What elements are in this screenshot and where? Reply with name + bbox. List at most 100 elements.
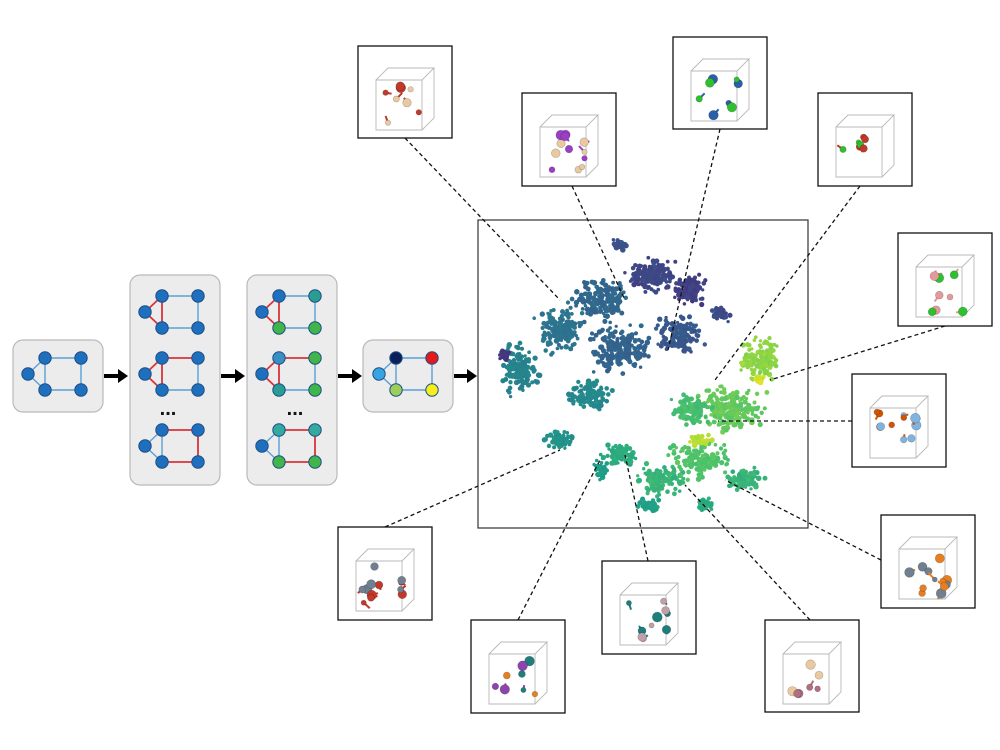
scatter-point [587,336,594,342]
scatter-point [605,298,611,304]
scatter-point [598,478,602,482]
scatter-point [709,437,715,443]
scatter-point [658,480,663,484]
scatter-point [607,447,611,451]
atom [917,561,928,572]
scatter-point [506,363,512,369]
arrow-4 [454,369,477,383]
scatter-point [514,354,519,359]
scatter-point [543,348,548,353]
scatter-point [715,397,720,402]
scatter-point [575,290,580,294]
scatter-point [647,266,653,272]
leader-line [404,137,561,301]
scatter-point [645,491,650,496]
scatter-point [742,406,749,413]
scatter-point [546,443,552,449]
scatter-point [506,350,511,355]
scatter-point [690,452,694,457]
scatter-point [519,384,525,390]
scatter-point [692,414,696,418]
scatter-point [592,309,598,315]
scatter-point [752,338,757,342]
atom [876,422,886,431]
scatter-point [724,461,730,466]
graph-node [272,351,286,365]
atom [873,408,881,416]
scatter-point [688,321,693,327]
unit-cell-cube [619,582,680,646]
scatter-point [516,367,522,374]
scatter-point [602,398,606,402]
scatter-point [741,395,746,400]
scatter-point [706,496,711,501]
scatter-point [617,352,621,357]
scatter-point [593,291,598,296]
atom [360,599,367,606]
scatter-point [633,456,638,461]
scatter-point [683,330,688,335]
scatter-point [568,305,573,310]
scatter-point [688,339,693,344]
scatter-point [678,328,684,334]
scatter-point [655,268,661,274]
scatter-point [709,308,715,314]
scatter-point [604,362,610,368]
scatter-point [667,343,672,348]
scatter-point [607,353,612,358]
scatter-point [585,310,590,315]
graph-node [138,439,152,453]
scatter-point [639,264,644,268]
scatter-point [749,487,753,491]
leader-line [684,484,811,621]
atom [907,434,916,443]
atom [648,622,655,629]
scatter-point [623,352,630,358]
scatter-point [659,267,664,271]
crystal-structure-icon [382,81,422,126]
scatter-point [580,299,587,305]
scatter-point [689,396,694,402]
scatter-point [723,470,728,475]
scatter-point [576,379,581,385]
scatter-point [677,489,682,493]
scatter-point [633,272,638,277]
scatter-point [608,338,613,343]
scatter-point [687,336,693,341]
scatter-point [689,330,693,334]
atom [415,109,422,116]
leader-line [769,325,946,381]
scatter-point [599,386,604,391]
scatter-point [615,337,620,342]
scatter-point [656,342,660,346]
unit-cell-cube [898,536,959,600]
graph-node [272,289,286,303]
scatter-point [557,445,562,450]
scatter-point [701,280,707,286]
scatter-point [594,298,599,303]
scatter-point [684,287,689,291]
graph-node [38,351,52,365]
crystal-structure-icon [873,408,922,444]
scatter-point [599,309,604,313]
scatter-point [736,472,742,478]
scatter-point [643,289,648,294]
scatter-point [540,325,545,331]
scatter-point [674,446,678,450]
atom [859,144,868,153]
scatter-point [750,412,755,416]
scatter-point [628,338,632,343]
scatter-point [714,316,720,321]
scatter-point [505,388,510,393]
scatter-point [607,332,614,338]
scatter-point [591,370,596,374]
scatter-point [646,335,652,341]
scatter-point [557,432,562,437]
scatter-point [716,312,721,317]
crystal-structure-icon [626,597,672,643]
scatter-point [565,436,569,441]
scatter-point [700,474,705,480]
scatter-point [700,449,705,454]
scatter-point [706,460,711,466]
atom [637,632,647,642]
